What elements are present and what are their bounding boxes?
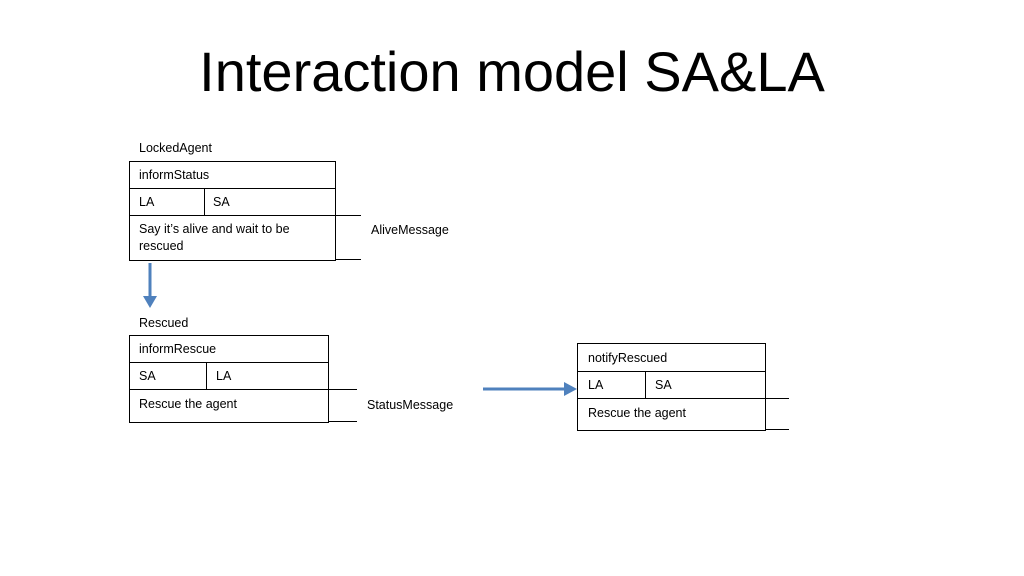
locked-col-a-cell: LA	[139, 195, 155, 209]
locked-row-divider-1	[129, 188, 336, 189]
locked-agent-table	[129, 161, 336, 261]
rescued-col-a-cell: SA	[139, 369, 156, 383]
down-arrow	[143, 263, 157, 308]
locked-agent-caption: LockedAgent	[139, 141, 212, 155]
rescued-row-divider-1	[129, 362, 329, 363]
locked-header-cell: informStatus	[139, 168, 210, 182]
notify-row-divider-2	[577, 398, 789, 399]
rescued-action-cell: Rescue the agent	[139, 397, 237, 411]
notify-action-cell: Rescue the agent	[588, 406, 686, 420]
right-arrow	[483, 382, 577, 396]
notify-rescued-table	[577, 343, 766, 431]
locked-action-cell: Say it’s alive and wait to be rescued	[139, 222, 290, 253]
rescued-col-divider	[206, 362, 207, 389]
alive-message-label: AliveMessage	[371, 223, 449, 237]
slide-title: Interaction model SA&LA	[199, 40, 825, 103]
rescued-col-b-cell: LA	[216, 369, 232, 383]
rescued-message-line	[329, 421, 357, 422]
rescued-row-divider-2	[129, 389, 357, 390]
notify-col-divider	[645, 371, 646, 398]
notify-col-a-cell: LA	[588, 378, 604, 392]
rescued-header-cell: informRescue	[139, 342, 217, 356]
status-message-label: StatusMessage	[367, 398, 454, 412]
notify-col-b-cell: SA	[655, 378, 672, 392]
locked-col-b-cell: SA	[213, 195, 230, 209]
locked-col-divider	[204, 188, 205, 215]
notify-row-divider-1	[577, 371, 766, 372]
notify-message-line	[766, 429, 789, 430]
locked-message-line	[336, 259, 361, 260]
notify-header-cell: notifyRescued	[588, 351, 668, 365]
rescued-table	[129, 335, 329, 423]
locked-row-divider-2	[129, 215, 361, 216]
rescued-caption: Rescued	[139, 316, 189, 330]
